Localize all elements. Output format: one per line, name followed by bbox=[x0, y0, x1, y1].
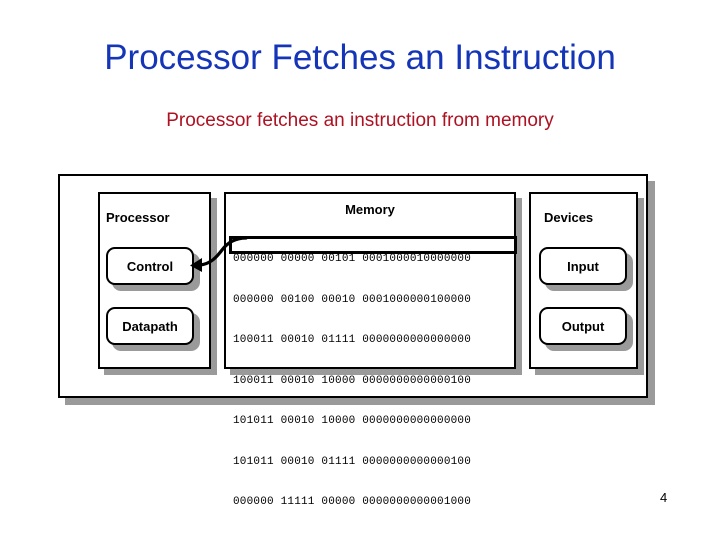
memory-row: 100011 00010 01111 0000000000000000 bbox=[233, 334, 472, 346]
memory-row: 000000 00000 00101 0001000010000000 bbox=[233, 253, 472, 265]
memory-row: 000000 11111 00000 0000000000001000 bbox=[233, 496, 472, 508]
memory-row: 100011 00010 10000 0000000000000100 bbox=[233, 374, 472, 387]
memory-panel bbox=[224, 192, 516, 369]
memory-row: 000000 00100 00010 0001000000100000 bbox=[233, 293, 472, 306]
devices-panel-title: Devices bbox=[544, 210, 594, 225]
processor-panel-title: Processor bbox=[106, 210, 170, 225]
page-number: 4 bbox=[660, 490, 668, 505]
output-device-box[interactable]: Output bbox=[539, 307, 627, 345]
control-unit-box[interactable]: Control bbox=[106, 247, 194, 285]
architecture-diagram: Processor Control Datapath Memory 000000… bbox=[58, 174, 655, 508]
highlighted-instruction-box bbox=[229, 236, 517, 254]
input-device-box[interactable]: Input bbox=[539, 247, 627, 285]
page-title: Processor Fetches an Instruction bbox=[104, 38, 616, 77]
memory-row: 101011 00010 01111 0000000000000100 bbox=[233, 455, 472, 468]
datapath-box[interactable]: Datapath bbox=[106, 307, 194, 345]
memory-panel-title: Memory bbox=[345, 202, 395, 217]
page-subtitle: Processor fetches an instruction from me… bbox=[166, 110, 554, 131]
memory-row: 101011 00010 10000 0000000000000000 bbox=[233, 415, 472, 427]
memory-contents-list: 000000 00000 00101 0001000010000000 0000… bbox=[233, 226, 513, 537]
